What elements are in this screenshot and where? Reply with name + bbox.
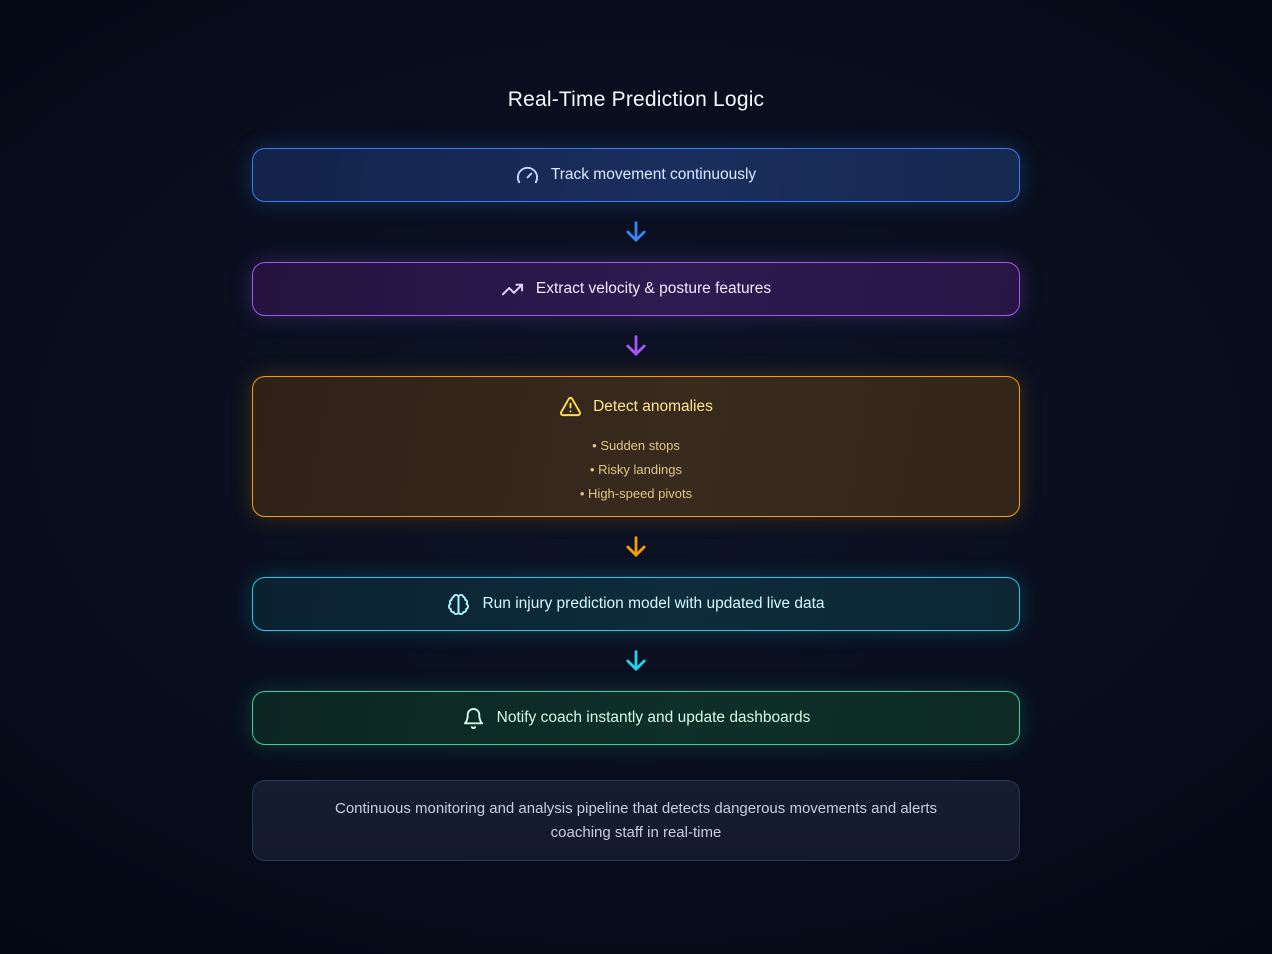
brain-icon bbox=[447, 593, 470, 616]
anomaly-item: High-speed pivots bbox=[580, 482, 692, 506]
flow-connector bbox=[252, 316, 1020, 376]
trending-up-icon bbox=[501, 278, 524, 301]
step-track-movement: Track movement continuously bbox=[252, 148, 1020, 202]
step-header: Detect anomalies bbox=[559, 395, 713, 418]
arrow-down-icon bbox=[622, 646, 650, 676]
anomaly-list: Sudden stops Risky landings High-speed p… bbox=[580, 434, 692, 506]
step-label: Run injury prediction model with updated… bbox=[482, 595, 825, 612]
step-label: Extract velocity & posture features bbox=[535, 280, 772, 297]
alert-triangle-icon bbox=[559, 395, 582, 418]
arrow-down-icon bbox=[622, 331, 650, 361]
arrow-down-icon bbox=[622, 217, 650, 247]
flow-diagram: Real-Time Prediction Logic Track movemen… bbox=[252, 0, 1020, 861]
bell-icon bbox=[462, 707, 485, 730]
arrow-down-icon bbox=[622, 532, 650, 562]
description-text: Continuous monitoring and analysis pipel… bbox=[334, 799, 938, 841]
step-label: Notify coach instantly and update dashbo… bbox=[496, 709, 811, 726]
anomaly-item: Risky landings bbox=[580, 458, 692, 482]
description-card: Continuous monitoring and analysis pipel… bbox=[252, 780, 1020, 861]
step-label: Detect anomalies bbox=[593, 397, 713, 415]
flow-connector bbox=[252, 631, 1020, 691]
step-label: Track movement continuously bbox=[550, 166, 757, 183]
flow-connector bbox=[252, 517, 1020, 577]
diagram-title: Real-Time Prediction Logic bbox=[507, 88, 765, 111]
anomaly-item: Sudden stops bbox=[580, 434, 692, 458]
gauge-icon bbox=[516, 164, 539, 187]
step-notify-coach: Notify coach instantly and update dashbo… bbox=[252, 691, 1020, 745]
step-run-model: Run injury prediction model with updated… bbox=[252, 577, 1020, 631]
step-extract-features: Extract velocity & posture features bbox=[252, 262, 1020, 316]
flow-connector bbox=[252, 202, 1020, 262]
step-detect-anomalies: Detect anomalies Sudden stops Risky land… bbox=[252, 376, 1020, 517]
